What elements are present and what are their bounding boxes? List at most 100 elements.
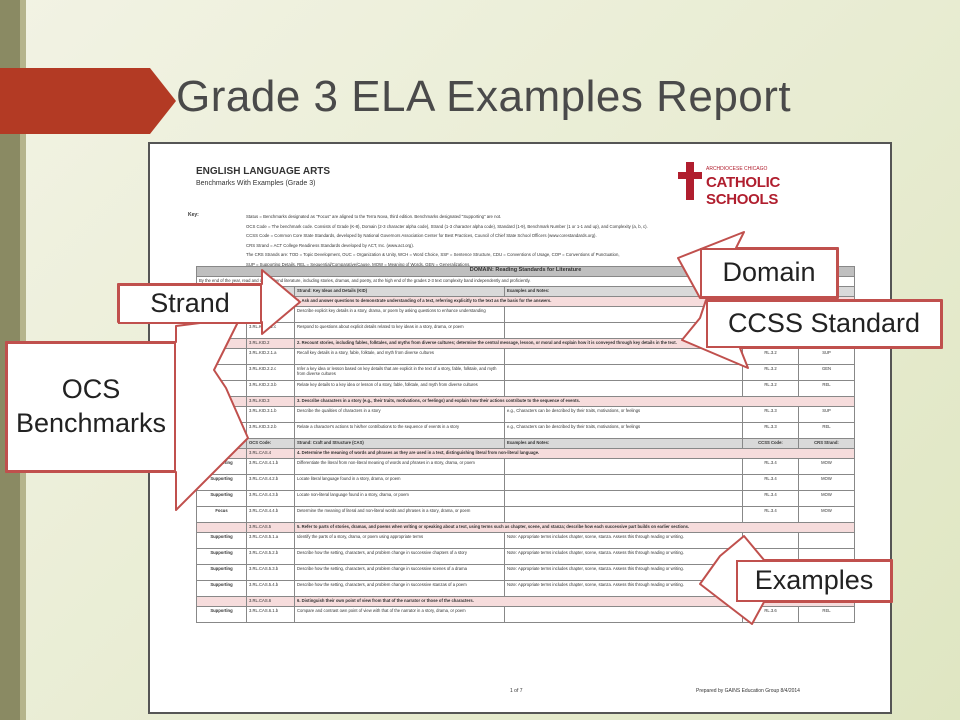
ccss-code-cell: RL.3.6 [743,607,799,622]
standard-text-cell: 3. Describe characters in a story (e.g.,… [295,397,855,406]
ocs-callout-line2: Benchmarks [15,408,167,438]
benchmark-text-cell: Locate literal language found in a story… [295,475,505,490]
benchmark-text-cell: Respond to questions about explicit deta… [295,323,505,338]
status-cell: Focus [197,507,247,522]
key-line: CRS Strand = ACT College Readiness Stand… [246,242,414,248]
domain-row: DOMAIN: Reading Standards for Literature [197,267,855,277]
status-cell: Supporting [197,491,247,506]
crs-strand-cell [799,533,855,548]
standard-text-cell: 5. Refer to parts of stories, dramas, an… [295,523,855,532]
ocs-code-cell: 3.RL.KID.3.2.b [247,423,295,438]
ocs-code-cell: 3.RL.KID.2.2.c [247,365,295,380]
benchmark-text-cell: Relate key details to a key idea or less… [295,381,505,396]
benchmark-text-cell: Determine the meaning of literal and non… [295,507,505,522]
status-cell [197,365,247,380]
logo-big-text: CATHOLIC SCHOOLS [706,174,780,208]
crs-strand-cell: MOW [799,491,855,506]
benchmark-text-cell: Describe how the setting, characters, an… [295,549,505,564]
benchmark-text-cell: Compare and contrast own point of view w… [295,607,505,622]
crs-strand-cell: REL [799,423,855,438]
key-line: SUP = Supporting Details, REL = Sequenti… [246,261,471,267]
benchmark-text-cell: Recall key details in a story, fable, fo… [295,349,505,364]
examples-callout: Examples [736,560,892,602]
key-line: The CRS Strands are: TOD = Topic Develop… [246,252,620,257]
crs-strand-cell: MOW [799,459,855,474]
ocs-code-cell: 3.RL.KID.2 [247,339,295,348]
status-cell [197,407,247,422]
ocs-code-cell: 3.RL.KID.3 [247,397,295,406]
examples-cell [505,365,743,380]
slide-title: Grade 3 ELA Examples Report [176,72,792,121]
ocs-benchmarks-callout: OCS Benchmarks [6,342,176,472]
examples-cell [505,381,743,396]
header-ccss-code: CCSS Code: [743,439,799,448]
table-header-row-cas: Status: OCS Code: Strand: Craft and Stru… [197,439,855,449]
header-crs-strand: CRS Strand: [799,439,855,448]
domain-callout: Domain [700,248,838,298]
examples-cell [505,507,743,522]
ccss-code-cell: RL.3.4 [743,459,799,474]
header-strand: Strand: Craft and Structure (CAS) [295,439,505,448]
ocs-code-cell: 3.RL.CAS.5.3.b [247,565,295,580]
cross-icon [678,162,702,200]
status-cell: Supporting [197,475,247,490]
ccss-code-cell: RL.3.2 [743,365,799,380]
crs-strand-cell: GEN [799,365,855,380]
status-cell: Supporting [197,607,247,622]
status-cell [197,423,247,438]
examples-cell [505,475,743,490]
key-line: Status = Benchmarks designated as "Focus… [246,214,502,219]
benchmark-text-cell: Infer a key idea or lesson based on key … [295,365,505,380]
benchmark-text-cell: Describe the qualities of characters in … [295,407,505,422]
ocs-code-cell: 3.RL.CAS.5.1.a [247,533,295,548]
status-cell [197,381,247,396]
benchmark-text-cell: Locate non-literal language found in a s… [295,491,505,506]
ocs-code-cell: 3.RL.KID.2.3.b [247,381,295,396]
crs-strand-cell: MOW [799,507,855,522]
ccss-code-cell: RL.3.2 [743,381,799,396]
ocs-code-cell: 3.RL.CAS.5.4.b [247,581,295,596]
domain-intro-row: By the end of the year, read and compreh… [197,277,855,287]
ocs-code-cell: 3.RL.KID.2.1.a [247,349,295,364]
document-image: ENGLISH LANGUAGE ARTS Benchmarks With Ex… [148,142,892,714]
key-line: OCS Code = The benchmark code. Consists … [246,223,648,229]
ocs-code-cell: 3.RL.CAS.4.3.b [247,491,295,506]
key-legend: Status = Benchmarks designated as "Focus… [246,212,866,269]
status-cell: Supporting [197,549,247,564]
status-cell: Supporting [197,533,247,548]
key-label: Key: [188,212,199,218]
standard-text-cell: 4. Determine the meaning of words and ph… [295,449,855,458]
status-cell [197,523,247,532]
benchmark-text-cell: Describe explicit key details in a story… [295,307,505,322]
prepared-by: Prepared by GAINS Education Group 8/4/20… [696,688,800,694]
crs-strand-cell: MOW [799,475,855,490]
ocs-code-cell: 3.RL.CAS.4.1.b [247,459,295,474]
ocs-code-cell: 3.RL.KID.3.1.b [247,407,295,422]
page-number: 1 of 7 [510,688,523,694]
ocs-callout-line1: OCS [61,374,121,405]
examples-cell: e.g., Characters can be described by the… [505,407,743,422]
ccss-code-cell: RL.3.3 [743,407,799,422]
strand-callout: Strand [118,284,262,324]
status-cell [197,597,247,606]
benchmark-text-cell: Differentiate the literal from non-liter… [295,459,505,474]
examples-cell [505,491,743,506]
ccss-code-cell: RL.3.2 [743,349,799,364]
logo-small-text: ARCHDIOCESE CHICAGO [706,166,768,172]
ccss-code-cell: RL.3.3 [743,423,799,438]
benchmark-text-cell: Describe how the setting, characters, an… [295,565,505,580]
key-line: CCSS Code = Common Core State Standards,… [246,233,597,238]
ocs-code-cell: 3.RL.CAS.4 [247,449,295,458]
benchmark-text-cell: Identify the parts of a story, drama, or… [295,533,505,548]
ocs-code-cell: 3.RL.CAS.6 [247,597,295,606]
ccss-code-cell: RL.3.4 [743,475,799,490]
ccss-code-cell [743,533,799,548]
status-cell: Supporting [197,565,247,580]
